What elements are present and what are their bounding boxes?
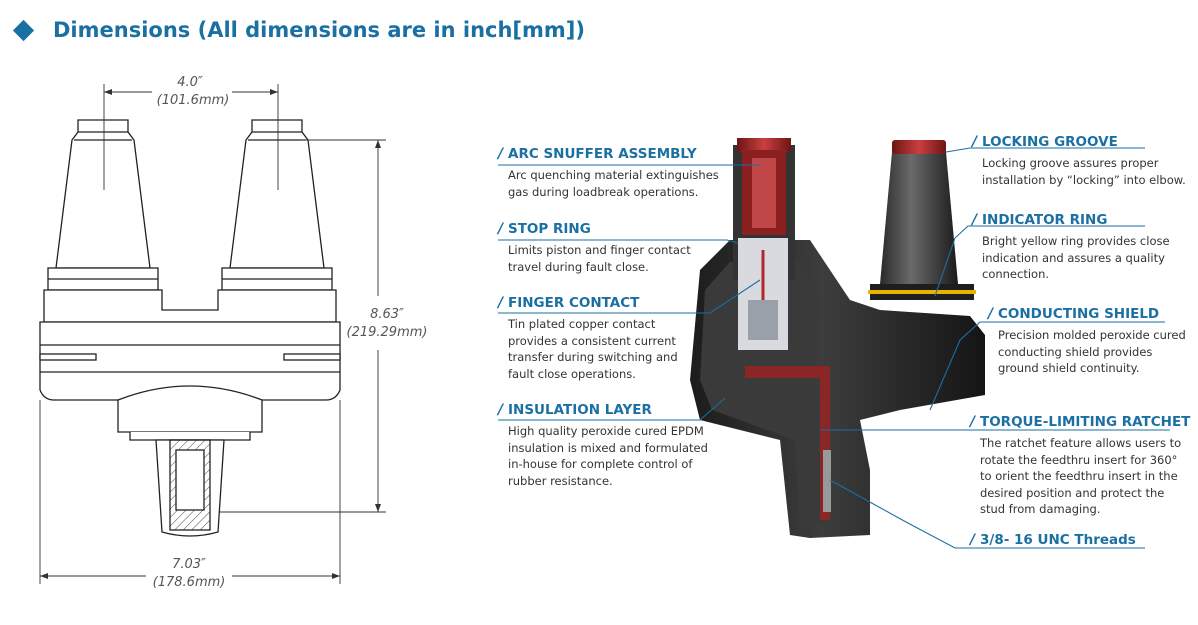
internal-conductor (745, 366, 830, 520)
svg-text:/: / (986, 306, 995, 322)
finger-contact-title: FINGER CONTACT (508, 295, 640, 311)
leader-lines (498, 147, 1170, 549)
right-cone (880, 148, 958, 284)
callout-titles: / ARC SNUFFER ASSEMBLY / STOP RING / FIN… (496, 134, 1191, 548)
left-lug (39, 353, 97, 361)
stop-ring-title: STOP RING (508, 221, 591, 237)
width-bottom-inch: 7.03″ (172, 557, 206, 572)
locking-groove-title: LOCKING GROOVE (982, 134, 1118, 150)
locking-groove-red (892, 140, 946, 154)
right-lug (283, 353, 341, 361)
dimension-arrows (40, 89, 381, 579)
svg-text:/: / (970, 134, 979, 150)
insulation-layer-title: INSULATION LAYER (508, 402, 652, 418)
cutaway-illustration (690, 138, 985, 538)
svg-text:/: / (968, 532, 977, 548)
section-heading: Dimensions (All dimensions are in inch[m… (10, 12, 585, 48)
left-bushing-cone (55, 119, 151, 269)
main-body (39, 321, 341, 401)
indicator-ring-title: INDICATOR RING (982, 212, 1107, 228)
width-bottom-mm: (178.6mm) (153, 575, 226, 590)
left-top-red (737, 138, 791, 152)
indicator-ring-yellow (868, 290, 976, 294)
right-bushing-cone (229, 119, 325, 269)
height-mm: (219.29mm) (347, 325, 428, 340)
page-title: Dimensions (All dimensions are in inch[m… (53, 18, 585, 42)
svg-text:/: / (496, 221, 505, 237)
svg-text:/: / (970, 212, 979, 228)
outline-drawing (39, 119, 341, 537)
lower-arch (117, 385, 263, 433)
svg-text:/: / (496, 295, 505, 311)
width-top-inch: 4.0″ (177, 75, 203, 90)
torque-ratchet-title: TORQUE-LIMITING RATCHET (980, 414, 1191, 430)
upper-body (43, 289, 337, 323)
conducting-shield-title: CONDUCTING SHIELD (998, 306, 1159, 322)
svg-text:/: / (496, 402, 505, 418)
width-top-mm: (101.6mm) (157, 93, 230, 108)
svg-text:/: / (968, 414, 977, 430)
threads-title: 3/8- 16 UNC Threads (980, 532, 1136, 548)
arc-snuffer-title: ARC SNUFFER ASSEMBLY (508, 146, 697, 162)
svg-text:/: / (496, 146, 505, 162)
cut-section (700, 262, 825, 530)
threads (823, 450, 831, 512)
height-inch: 8.63″ (370, 307, 404, 322)
